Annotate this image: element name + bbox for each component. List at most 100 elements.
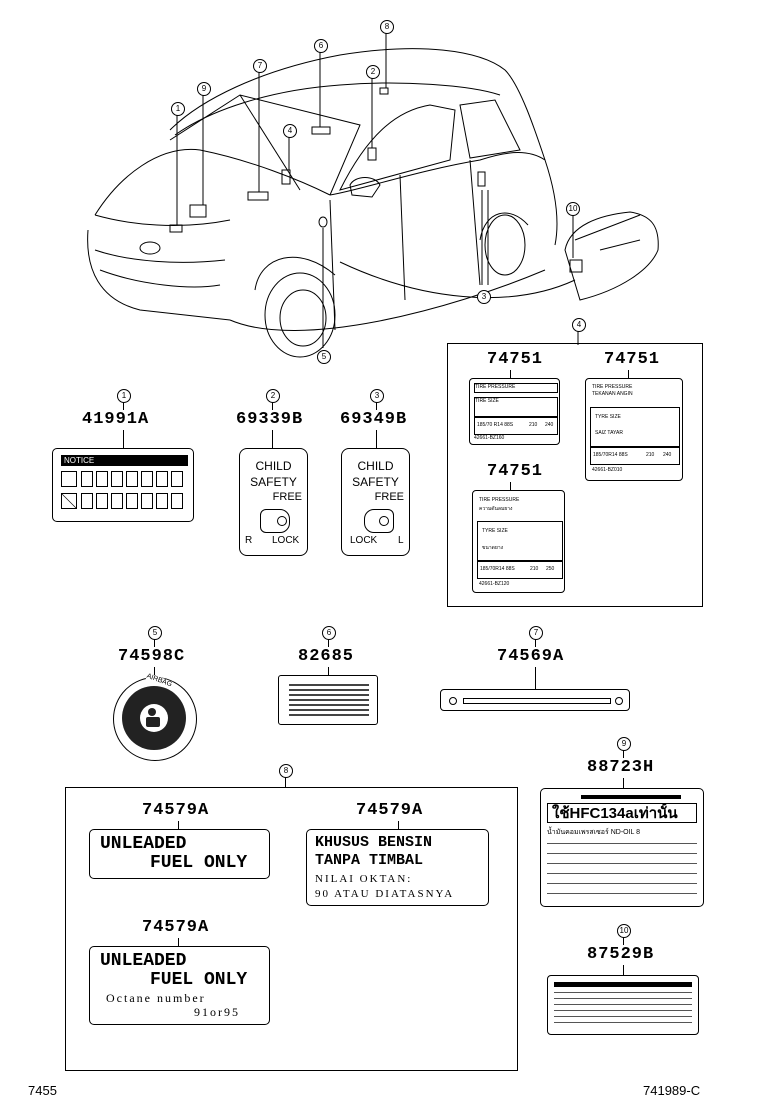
tire-a-size-label: TIRE SIZE — [475, 398, 499, 404]
leader-5 — [154, 639, 155, 647]
child-label-free: FREE — [374, 491, 404, 503]
leader-6b — [328, 667, 329, 675]
label-69349B: CHILD SAFETY FREE LOCK L — [341, 448, 410, 556]
fuel-label-group — [65, 787, 518, 1071]
leader-6 — [328, 639, 329, 647]
part-number-74579A-2: 74579A — [356, 801, 424, 820]
leader-1b — [123, 430, 124, 448]
leader-10 — [623, 937, 624, 945]
callout-8-car: 8 — [380, 20, 394, 34]
unleaded-line2: FUEL ONLY — [150, 853, 248, 873]
leader-8c — [178, 938, 179, 946]
leader-10b — [623, 965, 624, 975]
leader-8b — [398, 821, 399, 829]
callout-1: 1 — [117, 389, 131, 403]
unleaded2-line2: FUEL ONLY — [150, 970, 248, 990]
leader-3 — [376, 402, 377, 410]
leader-4a — [510, 370, 511, 378]
khusus-line3: NILAI OKTAN: — [315, 873, 413, 885]
tire-c-code: 42661-BZ120 — [479, 581, 510, 587]
octane-value: 91or95 — [194, 1005, 240, 1019]
khusus-line2: TANPA TIMBAL — [315, 852, 424, 869]
unleaded2-line1: UNLEADED — [100, 951, 187, 971]
tire-b-title: TIRE PRESSURE — [592, 384, 633, 390]
notice-grid — [61, 471, 186, 513]
leader-2 — [272, 402, 273, 410]
callout-5-car: 5 — [317, 350, 331, 364]
label-unleaded-2: UNLEADED FUEL ONLY Octane number 91or95 — [89, 946, 270, 1025]
tire-c-size-label: TYRE SIZE — [482, 528, 508, 534]
part-number-74579A-3: 74579A — [142, 918, 210, 937]
part-number-74751-c: 74751 — [487, 462, 544, 481]
label-khusus-bensin: KHUSUS BENSIN TANPA TIMBAL NILAI OKTAN: … — [306, 829, 489, 906]
lock-icon — [364, 509, 394, 533]
unleaded-line1: UNLEADED — [100, 834, 187, 854]
label-74569A — [440, 689, 630, 711]
callout-7: 7 — [529, 626, 543, 640]
tire-a-row2: 185/70 R14 88S 210 240 — [474, 417, 558, 435]
airbag-disc — [122, 686, 186, 750]
footer-left-code: 7455 — [28, 1083, 57, 1098]
tire-label-c: TIRE PRESSURE ความดันลมยาง TYRE SIZE ขนา… — [472, 490, 565, 593]
tire-c-size-label-2: ขนาดยาง — [482, 545, 504, 551]
callout-10: 10 — [617, 924, 631, 938]
tire-b-rear: 240 — [663, 452, 672, 458]
child-label-right: L — [398, 535, 404, 546]
leader-4c — [510, 482, 511, 490]
child-label-line2: SAFETY — [250, 475, 297, 489]
octane-label: Octane number — [106, 991, 206, 1005]
label-87529B — [547, 975, 699, 1035]
leader-4b — [628, 370, 629, 378]
callout-1-car: 1 — [171, 102, 185, 116]
part-number-74751-a: 74751 — [487, 350, 544, 369]
callout-7-car: 7 — [253, 59, 267, 73]
callout-4-box: 4 — [572, 318, 586, 332]
hfc-top-bar — [581, 795, 681, 799]
tire-a-size: 185/70 R14 88S — [477, 422, 514, 428]
tire-c-front: 210 — [530, 566, 539, 572]
leader-8 — [285, 777, 286, 787]
part-number-69339B: 69339B — [236, 410, 304, 429]
part-number-41991A: 41991A — [82, 410, 150, 429]
emission-info-pattern — [289, 684, 369, 716]
label-unleaded-1: UNLEADED FUEL ONLY — [89, 829, 270, 879]
tire-b-code: 42661-BZ010 — [592, 467, 623, 473]
warning-header-bar — [554, 982, 692, 987]
callout-6-car: 6 — [314, 39, 328, 53]
tire-label-a: TIRE PRESSURE TIRE SIZE 185/70 R14 88S 2… — [469, 378, 560, 445]
leader-2b — [272, 430, 273, 448]
label-88723H: ใช้HFC134aเท่านั้น น้ำมันคอมเพรสเซอร์ ND… — [540, 788, 704, 907]
tire-c-size: 185/70R14 88S — [480, 566, 515, 572]
callout-4-car: 4 — [283, 124, 297, 138]
tire-a-code: 42661-BZ160 — [474, 435, 505, 441]
child-label-line2: SAFETY — [352, 475, 399, 489]
part-number-74751-b: 74751 — [604, 350, 661, 369]
leader-1 — [123, 402, 124, 410]
part-number-88723H: 88723H — [587, 758, 655, 777]
label-69339B: CHILD SAFETY FREE R LOCK — [239, 448, 308, 556]
callout-3: 3 — [370, 389, 384, 403]
tire-label-b: TIRE PRESSURE TEKANAN ANGIN TYRE SIZE SA… — [585, 378, 683, 481]
leader-9b — [623, 778, 624, 788]
leader-7b — [535, 667, 536, 689]
hfc-title: ใช้HFC134aเท่านั้น — [547, 803, 697, 823]
child-label-left: R — [245, 535, 253, 546]
callout-8: 8 — [279, 764, 293, 778]
callout-9-car: 9 — [197, 82, 211, 96]
part-number-82685: 82685 — [298, 647, 355, 666]
callout-2: 2 — [266, 389, 280, 403]
label-82685 — [278, 675, 378, 725]
child-seat-icon — [140, 704, 168, 732]
notice-header: NOTICE — [61, 455, 188, 466]
callout-5: 5 — [148, 626, 162, 640]
part-number-74569A: 74569A — [497, 647, 565, 666]
tire-a-front: 210 — [529, 422, 538, 428]
leader-3b — [376, 430, 377, 448]
tire-c-rows: TYRE SIZE ขนาดยาง — [477, 521, 563, 561]
hfc-text-block — [547, 843, 697, 899]
leader-7 — [535, 639, 536, 647]
tire-a-row1: TIRE SIZE — [474, 397, 558, 417]
tire-c-sub: ความดันลมยาง — [479, 506, 513, 512]
tire-b-front: 210 — [646, 452, 655, 458]
